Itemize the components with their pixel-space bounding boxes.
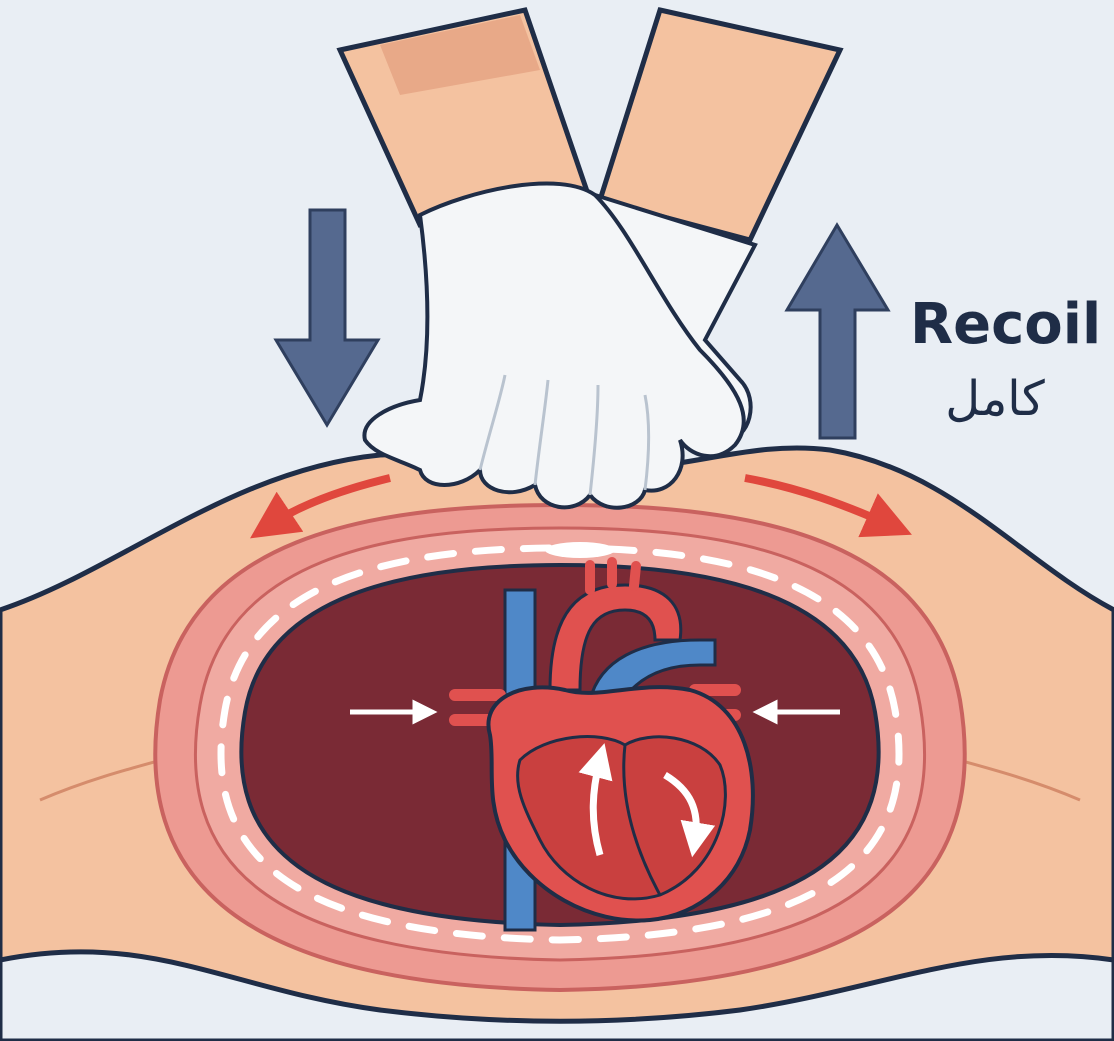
recoil-label-arabic: كامل bbox=[945, 371, 1045, 427]
sternum-mark bbox=[545, 542, 615, 558]
recoil-label: Recoil bbox=[910, 292, 1101, 357]
